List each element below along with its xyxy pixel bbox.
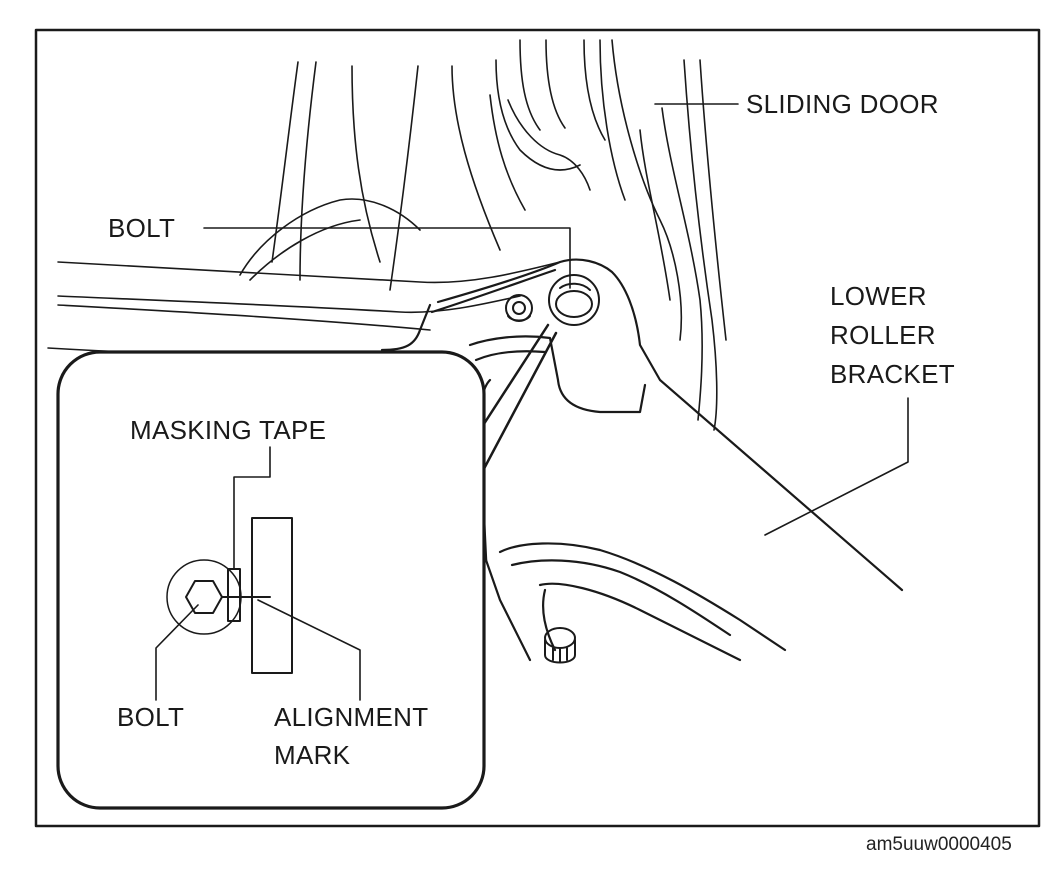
- figure-code: am5uuw0000405: [866, 834, 1012, 855]
- detail-inset: [56, 350, 486, 810]
- label-lower-roller-bracket-line2: ROLLER: [830, 320, 936, 350]
- label-lower-roller-bracket-line3: BRACKET: [830, 359, 955, 389]
- label-lower-roller-bracket-line1: LOWER: [830, 281, 927, 311]
- lower-roller-bracket: [380, 258, 904, 662]
- label-bolt-detail: BOLT: [117, 702, 185, 732]
- detail-diagram: [166, 517, 293, 674]
- figure-frame: [34, 28, 1041, 828]
- lower-bolt: [544, 627, 576, 664]
- bolt: [548, 274, 600, 326]
- label-bolt: BOLT: [108, 213, 176, 243]
- label-sliding-door: SLIDING DOOR: [746, 89, 939, 119]
- nut: [505, 294, 533, 322]
- label-alignment-mark-line2: MARK: [274, 740, 351, 770]
- label-alignment-mark-line1: ALIGNMENT: [274, 702, 429, 732]
- leader-lines: [155, 103, 909, 701]
- label-masking-tape: MASKING TAPE: [130, 415, 327, 445]
- callout-wedge: [476, 323, 558, 562]
